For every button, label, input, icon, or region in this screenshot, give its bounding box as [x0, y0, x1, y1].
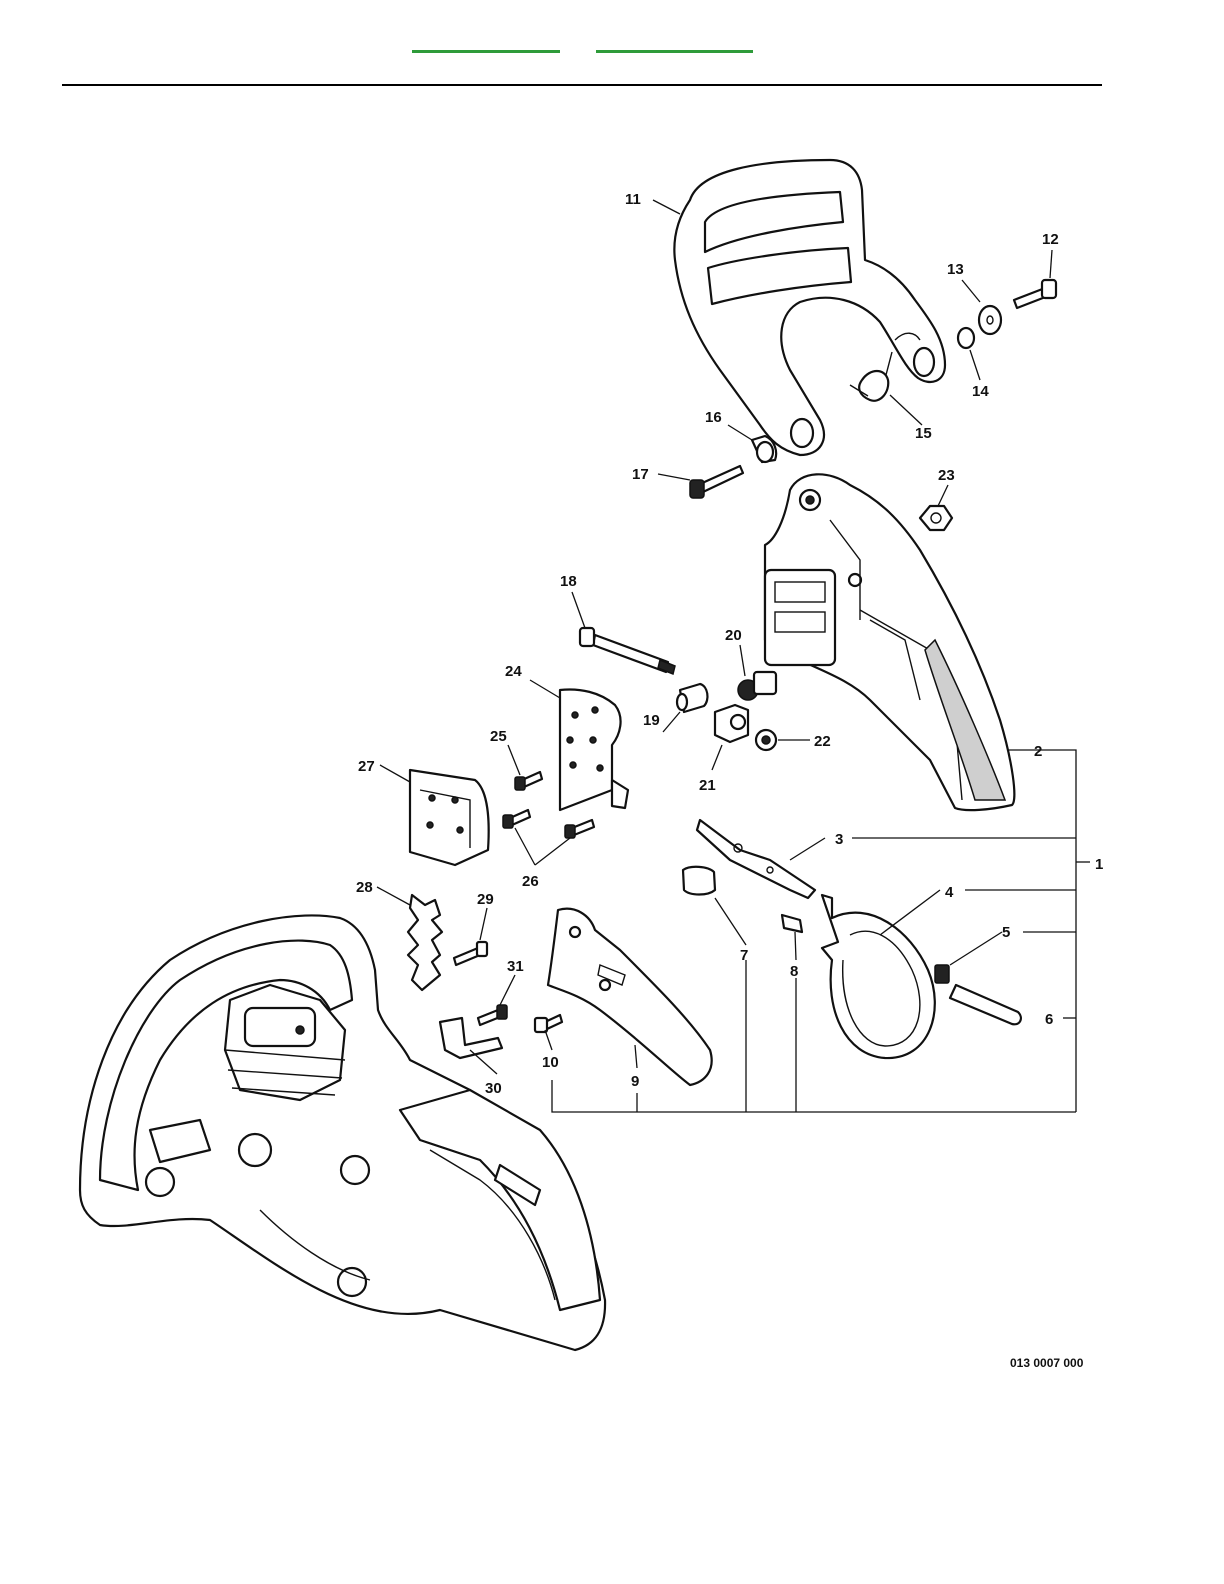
- callout-11: 11: [625, 191, 641, 208]
- callout-4: 4: [945, 884, 954, 901]
- callout-17: 17: [632, 466, 649, 483]
- callout-20: 20: [725, 627, 742, 644]
- callout-16: 16: [705, 409, 722, 426]
- drawing-code: 013 0007 000: [1010, 1356, 1083, 1370]
- nut-part-23: [920, 506, 952, 530]
- callout-10: 10: [542, 1054, 559, 1071]
- callout-5: 5: [1002, 924, 1010, 941]
- callout-22: 22: [814, 733, 831, 750]
- callout-30: 30: [485, 1080, 502, 1097]
- callout-13: 13: [947, 261, 964, 278]
- callout-8: 8: [790, 963, 798, 980]
- callout-23: 23: [938, 467, 955, 484]
- callout-29: 29: [477, 891, 494, 908]
- callout-21: 21: [699, 777, 716, 794]
- callout-19: 19: [643, 712, 660, 729]
- chain-brake-cover-part-2: [765, 474, 1014, 810]
- callout-3: 3: [835, 831, 843, 848]
- callout-14: 14: [972, 383, 989, 400]
- bracket-part-30: [440, 1018, 502, 1058]
- callout-18: 18: [560, 573, 577, 590]
- callout-1: 1: [1095, 856, 1103, 873]
- callout-26: 26: [522, 873, 539, 890]
- callout-25: 25: [490, 728, 507, 745]
- brake-band-parts-3-8: [683, 820, 1021, 1058]
- callout-15: 15: [915, 425, 932, 442]
- callout-7: 7: [740, 947, 748, 964]
- callout-6: 6: [1045, 1011, 1053, 1028]
- callout-31: 31: [507, 958, 524, 975]
- callout-9: 9: [631, 1073, 639, 1090]
- callout-24: 24: [505, 663, 522, 680]
- spike-bumper-part-28: [408, 895, 442, 990]
- callout-28: 28: [356, 879, 373, 896]
- callout-12: 12: [1042, 231, 1059, 248]
- callout-2: 2: [1034, 743, 1042, 760]
- powerhead-engine-body: [80, 915, 605, 1350]
- callout-27: 27: [358, 758, 375, 775]
